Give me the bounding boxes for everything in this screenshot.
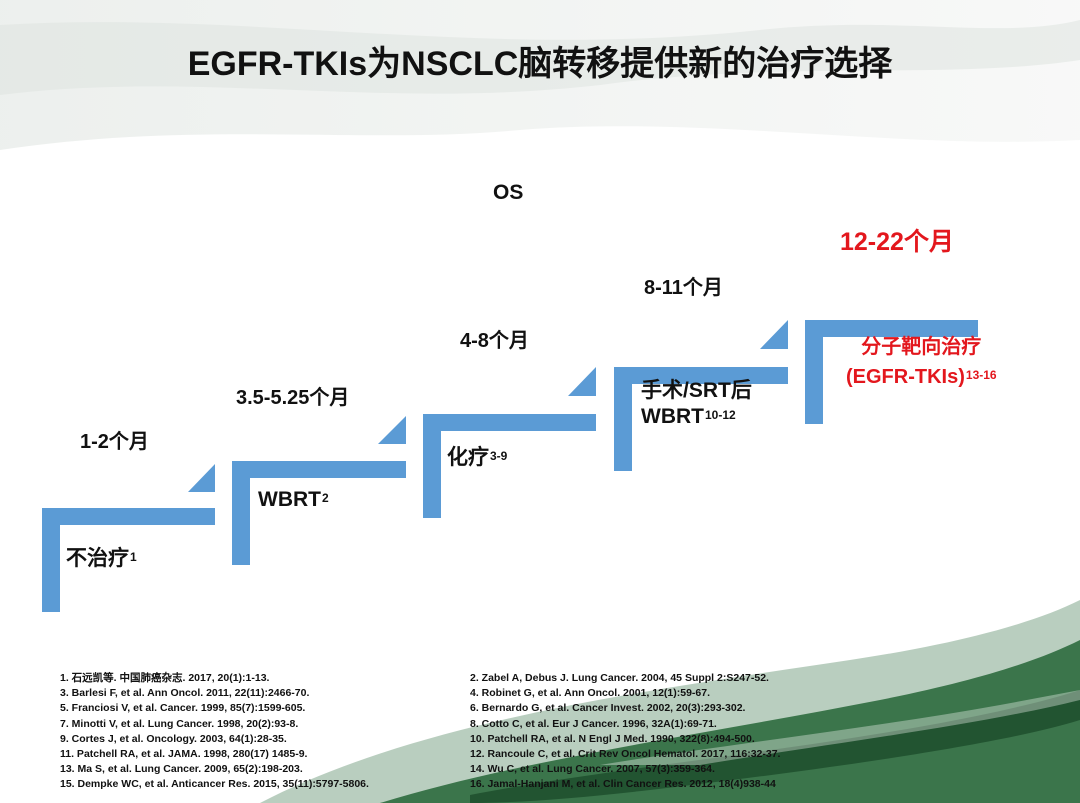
step-1-ref: 1 <box>130 550 137 564</box>
reference-item: 12. Rancoule C, et al. Crit Rev Oncol He… <box>470 748 781 761</box>
step-3-label-text: 化疗 <box>447 446 489 469</box>
step-3-ref: 3-9 <box>490 449 508 463</box>
step-4-label-line1: 手术/SRT后 <box>641 379 752 402</box>
step-1-bracket <box>42 508 215 612</box>
step-1-label: 不治疗1 <box>66 546 137 572</box>
reference-row: 15. Dempke WC, et al. Anticancer Res. 20… <box>60 777 1020 792</box>
step-3-os-value: 4-8个月 <box>460 330 529 352</box>
step-1-label-text: 不治疗 <box>66 547 129 570</box>
reference-item: 15. Dempke WC, et al. Anticancer Res. 20… <box>60 778 369 791</box>
step-3-arrowhead <box>568 367 596 396</box>
reference-item: 6. Bernardo G, et al. Cancer Invest. 200… <box>470 702 746 715</box>
reference-item: 14. Wu C, et al. Lung Cancer. 2007, 57(3… <box>470 763 715 776</box>
step-4-ref: 10-12 <box>704 408 736 422</box>
step-4-os-value: 8-11个月 <box>644 277 723 299</box>
step-5-ref: 13-16 <box>965 368 997 382</box>
step-4-label-line2: WBRT <box>641 405 704 428</box>
step-5-bracket <box>805 320 978 424</box>
reference-row: 3. Barlesi F, et al. Ann Oncol. 2011, 22… <box>60 686 1020 701</box>
reference-item: 10. Patchell RA, et al. N Engl J Med. 19… <box>470 732 755 745</box>
reference-item: 16. Jamal-Hanjani M, et al. Clin Cancer … <box>470 778 776 791</box>
slide-title: EGFR-TKIs为NSCLC脑转移提供新的治疗选择 <box>187 45 893 83</box>
step-2-arrowhead <box>378 416 406 444</box>
step-2-label: WBRT2 <box>258 487 329 513</box>
step-2-ref: 2 <box>321 491 329 505</box>
reference-item: 4. Robinet G, et al. Ann Oncol. 2001, 12… <box>470 687 711 700</box>
reference-item: 5. Franciosi V, et al. Cancer. 1999, 85(… <box>60 702 306 715</box>
reference-item: 1. 石远凯等. 中国肺癌杂志. 2017, 20(1):1-13. <box>60 672 270 684</box>
step-3-bracket <box>423 414 596 518</box>
reference-item: 9. Cortes J, et al. Oncology. 2003, 64(1… <box>60 732 287 745</box>
step-5-os-value: 12-22个月 <box>840 228 954 256</box>
bottom-brush-stroke-dark <box>380 640 1080 803</box>
step-3-label: 化疗3-9 <box>447 445 507 471</box>
reference-item: 8. Cotto C, et al. Eur J Cancer. 1996, 3… <box>470 717 717 730</box>
step-4-label: 手术/SRT后 WBRT10-12 <box>641 378 752 430</box>
reference-row: 5. Franciosi V, et al. Cancer. 1999, 85(… <box>60 701 1020 716</box>
reference-item: 11. Patchell RA, et al. JAMA. 1998, 280(… <box>60 748 308 761</box>
reference-item: 7. Minotti V, et al. Lung Cancer. 1998, … <box>60 717 299 730</box>
step-1-os-value: 1-2个月 <box>80 431 149 453</box>
reference-item: 13. Ma S, et al. Lung Cancer. 2009, 65(2… <box>60 763 303 776</box>
reference-item: 2. Zabel A, Debus J. Lung Cancer. 2004, … <box>470 672 769 684</box>
step-1-arrowhead <box>188 464 215 492</box>
step-5-label: 分子靶向治疗 (EGFR-TKIs)13-16 <box>846 332 997 392</box>
reference-row: 13. Ma S, et al. Lung Cancer. 2009, 65(2… <box>60 762 1020 777</box>
step-2-label-text: WBRT <box>258 488 321 511</box>
reference-row: 9. Cortes J, et al. Oncology. 2003, 64(1… <box>60 732 1020 747</box>
step-5-label-line1: 分子靶向治疗 <box>861 336 982 358</box>
step-4-arrowhead <box>760 320 788 349</box>
step-4-bracket <box>614 367 788 471</box>
os-axis-label: OS <box>493 181 524 204</box>
step-2-bracket <box>232 461 406 565</box>
reference-row: 11. Patchell RA, et al. JAMA. 1998, 280(… <box>60 747 1020 762</box>
references: 1. 石远凯等. 中国肺癌杂志. 2017, 20(1):1-13. 2. Zab… <box>60 671 1020 793</box>
step-5-label-line2: (EGFR-TKIs) <box>846 366 965 388</box>
step-2-os-value: 3.5-5.25个月 <box>236 387 350 409</box>
reference-row: 1. 石远凯等. 中国肺癌杂志. 2017, 20(1):1-13. 2. Zab… <box>60 671 1020 686</box>
reference-row: 7. Minotti V, et al. Lung Cancer. 1998, … <box>60 717 1020 732</box>
reference-item: 3. Barlesi F, et al. Ann Oncol. 2011, 22… <box>60 687 310 700</box>
